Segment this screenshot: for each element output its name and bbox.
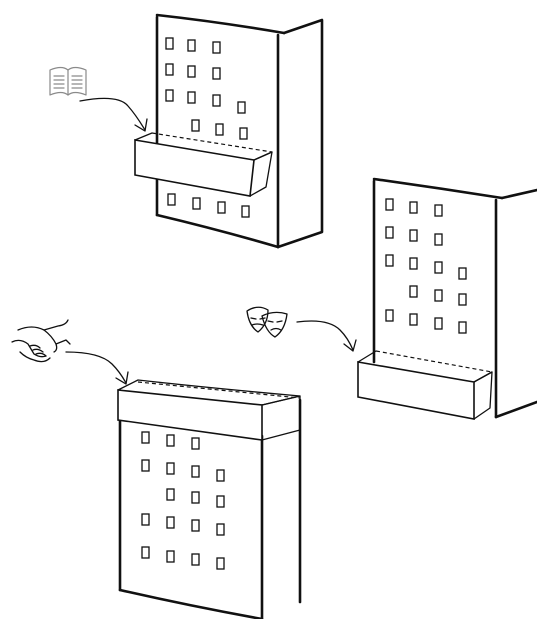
handshake-icon [12, 320, 70, 362]
arrow-to-top-building [80, 98, 147, 131]
arrow-to-bottom-building [66, 352, 128, 384]
newspaper-icon [50, 68, 86, 96]
top-building [135, 15, 322, 247]
top-building-tray [135, 133, 272, 196]
bottom-building [118, 380, 300, 619]
arrow-to-right-building [297, 321, 356, 351]
bottom-building-tray [118, 380, 300, 440]
bottom-building-windows [142, 432, 224, 569]
right-building-windows [386, 199, 466, 333]
theater-masks-icon [247, 307, 287, 337]
right-building-tray [358, 351, 492, 419]
right-building [358, 179, 537, 419]
